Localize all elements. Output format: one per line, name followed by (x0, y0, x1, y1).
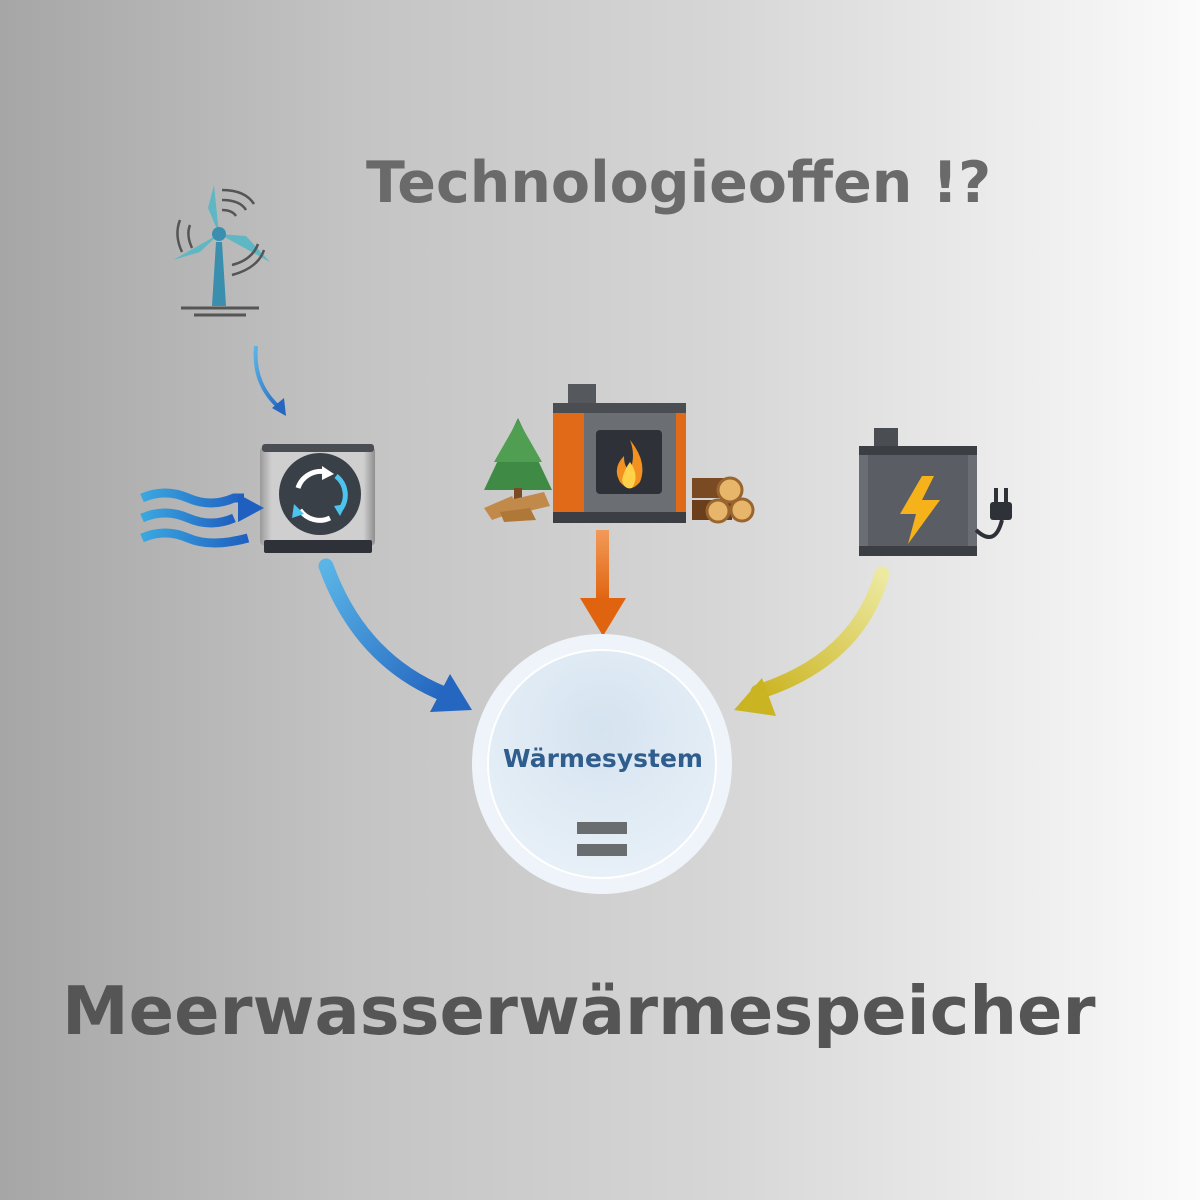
electric-to-system-arrow (734, 566, 890, 716)
wind-turbine-icon (173, 185, 270, 317)
electric-boiler-icon (859, 428, 1012, 556)
wood-chips-icon (484, 492, 550, 522)
water-inflow-arrow (238, 494, 264, 522)
wind-to-heatpump-arrow (253, 345, 286, 416)
equals-icon (577, 822, 627, 856)
firewood-logs-icon (692, 476, 755, 524)
waermesystem-circle (472, 634, 732, 894)
heatpump-to-system-arrow (318, 558, 472, 712)
page-subtitle: Meerwasserwärmespeicher (62, 972, 1096, 1050)
center-label: Wärmesystem (503, 744, 703, 773)
wood-to-system-arrow (580, 530, 626, 636)
wood-boiler-icon (553, 384, 686, 523)
page-title: Technologieoffen !? (366, 150, 992, 216)
pine-tree-icon (484, 418, 552, 500)
seawater-waves-icon (140, 488, 250, 548)
seawater-heat-pump-icon (260, 444, 375, 553)
